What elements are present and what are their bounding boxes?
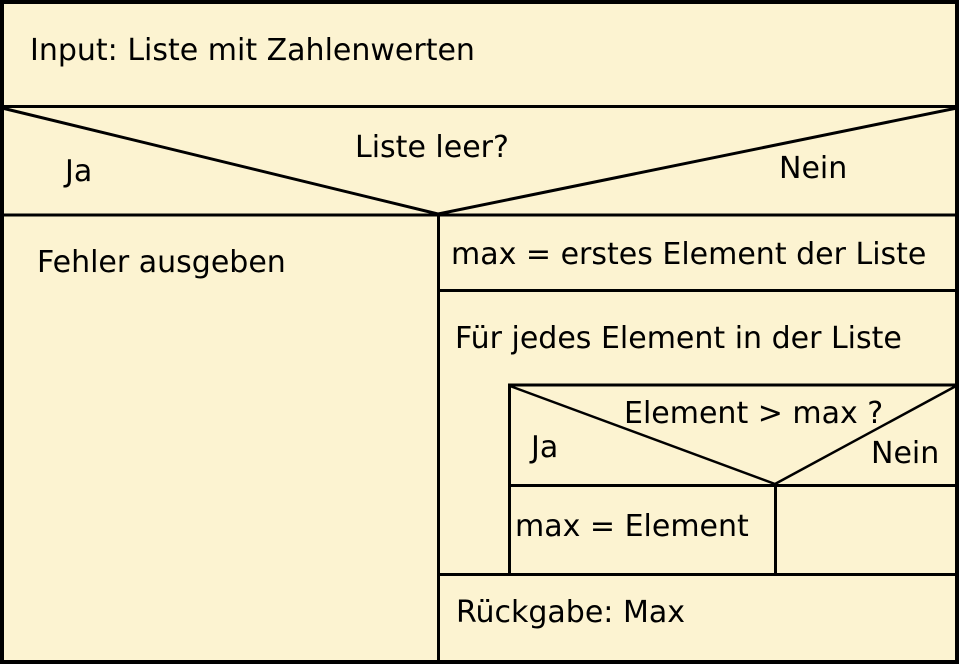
error-block-label: Fehler ausgeben (37, 245, 286, 280)
loop-header-label: Für jedes Element in der Liste (455, 321, 902, 356)
init-block-label: max = erstes Element der Liste (451, 237, 927, 272)
outer-yes-label: Ja (65, 154, 93, 189)
inner-no-label: Nein (871, 436, 940, 471)
input-block-label: Input: Liste mit Zahlenwerten (30, 33, 475, 68)
inner-condition-label: Element > max ? (624, 396, 884, 431)
outer-decision-left-diagonal (1, 106, 439, 216)
outer-decision-right-diagonal (437, 106, 958, 216)
assign-block-label: max = Element (515, 509, 749, 544)
inner-decision-right-diagonal (774, 384, 957, 486)
outer-condition-label: Liste leer? (355, 130, 509, 165)
inner-yes-label: Ja (531, 430, 559, 465)
outer-no-label: Nein (779, 151, 848, 186)
inner-decision-left-diagonal (509, 384, 776, 486)
return-block-label: Rückgabe: Max (456, 595, 685, 630)
